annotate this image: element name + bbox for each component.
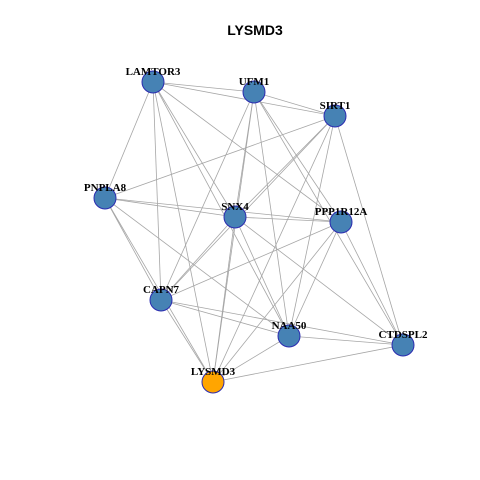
- node-label-naa50: NAA50: [272, 320, 307, 332]
- node-pnpla8[interactable]: [93, 186, 117, 210]
- node-sirt1[interactable]: [323, 104, 347, 128]
- node-ufm1[interactable]: [242, 80, 266, 104]
- node-label-snx4: SNX4: [221, 201, 249, 213]
- edge-lamtor3-capn7: [152, 81, 162, 301]
- edge-sirt1-capn7: [160, 115, 336, 301]
- edge-ufm1-naa50: [253, 91, 290, 337]
- edge-lamtor3-lysmd3: [152, 81, 214, 383]
- edge-naa50-ctdspl2: [288, 335, 404, 346]
- node-ctdspl2[interactable]: [391, 333, 415, 357]
- edge-pnpla8-capn7: [104, 197, 162, 301]
- edge-ufm1-sirt1: [253, 91, 336, 117]
- node-lamtor3[interactable]: [141, 70, 165, 94]
- edge-sirt1-lysmd3: [212, 115, 336, 383]
- edge-sirt1-snx4: [234, 115, 336, 218]
- edge-lamtor3-snx4: [152, 81, 236, 218]
- edge-snx4-capn7: [160, 216, 236, 301]
- edge-ppp1r12a-ctdspl2: [340, 221, 404, 346]
- edge-ppp1r12a-lysmd3: [212, 221, 342, 383]
- node-label-ppp1r12a: PPP1R12A: [315, 206, 368, 218]
- nodes-layer: [93, 70, 415, 394]
- edge-lamtor3-pnpla8: [104, 81, 154, 199]
- edge-lamtor3-ppp1r12a: [152, 81, 342, 223]
- edge-naa50-lysmd3: [212, 335, 290, 383]
- edge-lysmd3-ctdspl2: [212, 344, 404, 383]
- node-capn7[interactable]: [149, 288, 173, 312]
- edge-snx4-ctdspl2: [234, 216, 404, 346]
- node-label-ctdspl2: CTDSPL2: [379, 329, 428, 341]
- node-label-lamtor3: LAMTOR3: [126, 66, 181, 78]
- edge-pnpla8-naa50: [104, 197, 290, 337]
- edge-snx4-ppp1r12a: [234, 216, 342, 223]
- edge-snx4-lysmd3: [212, 216, 236, 383]
- edge-sirt1-pnpla8: [104, 115, 336, 199]
- edge-sirt1-ctdspl2: [334, 115, 404, 346]
- edge-ppp1r12a-naa50: [288, 221, 342, 337]
- node-label-pnpla8: PNPLA8: [84, 182, 127, 194]
- edge-pnpla8-ppp1r12a: [104, 197, 342, 223]
- edge-ufm1-ppp1r12a: [253, 91, 342, 223]
- node-ppp1r12a[interactable]: [329, 210, 353, 234]
- node-label-sirt1: SIRT1: [320, 100, 351, 112]
- edge-snx4-naa50: [234, 216, 290, 337]
- edge-capn7-naa50: [160, 299, 290, 337]
- diagram-title: LYSMD3: [227, 22, 283, 38]
- edge-capn7-ctdspl2: [160, 299, 404, 346]
- edge-capn7-lysmd3: [160, 299, 214, 383]
- edge-sirt1-naa50: [288, 115, 336, 337]
- node-label-ufm1: UFM1: [239, 76, 270, 88]
- node-lysmd3[interactable]: [201, 370, 225, 394]
- edge-ufm1-capn7: [160, 91, 255, 301]
- node-snx4[interactable]: [223, 205, 247, 229]
- edge-lamtor3-ufm1: [152, 81, 255, 93]
- node-naa50[interactable]: [277, 324, 301, 348]
- edge-lamtor3-naa50: [152, 81, 290, 337]
- edge-pnpla8-snx4: [104, 197, 236, 218]
- edge-lamtor3-sirt1: [152, 81, 336, 117]
- edges-layer: [104, 81, 404, 383]
- edge-ppp1r12a-capn7: [160, 221, 342, 301]
- node-label-capn7: CAPN7: [143, 284, 180, 296]
- node-label-lysmd3: LYSMD3: [191, 366, 236, 378]
- edge-ufm1-ctdspl2: [253, 91, 404, 346]
